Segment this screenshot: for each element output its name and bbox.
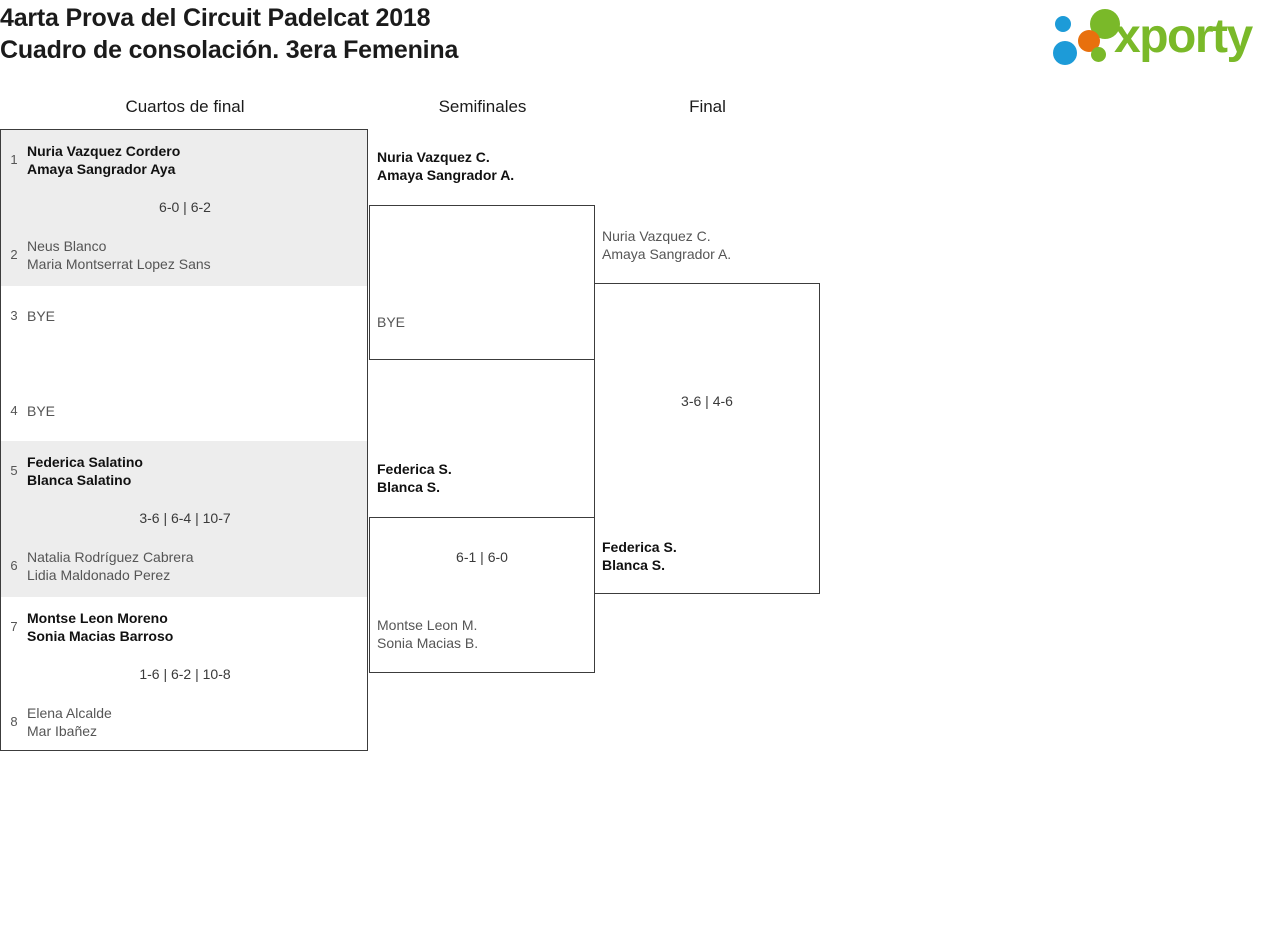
semifinal-1-slot-bottom[interactable]: BYE	[377, 313, 405, 331]
player-name-2: Blanca Salatino	[27, 472, 132, 488]
seed-number: 6	[10, 558, 18, 573]
player-name-2: Lidia Maldonado Perez	[27, 567, 171, 583]
player-name-1: Natalia Rodríguez Cabrera	[27, 549, 194, 565]
logo-dots-icon	[1050, 8, 1122, 68]
seed-number: 5	[10, 463, 18, 478]
player-name-1: Montse Leon M.	[377, 617, 478, 633]
match-slot-bottom[interactable]: 6 Natalia Rodríguez Cabrera Lidia Maldon…	[1, 540, 367, 592]
player-name-2: Amaya Sangrador Aya	[27, 161, 176, 177]
final-connector	[594, 283, 820, 594]
final-score: 3-6 | 4-6	[681, 393, 733, 409]
tournament-name: 4arta Prova del Circuit Padelcat 2018	[0, 4, 431, 32]
player-name-1: BYE	[27, 402, 56, 419]
team-names: Natalia Rodríguez Cabrera Lidia Maldonad…	[27, 548, 194, 584]
round-header-semifinals: Semifinales	[438, 97, 527, 116]
final-slot-top[interactable]: Nuria Vazquez C. Amaya Sangrador A.	[602, 227, 731, 263]
seed-number: 7	[10, 618, 18, 634]
player-name-1: Nuria Vazquez C.	[602, 228, 711, 244]
player-name-1: Federica S.	[377, 461, 452, 477]
player-name-1: BYE	[27, 307, 56, 324]
team-names: Elena Alcalde Mar Ibañez	[27, 704, 112, 740]
team-names: Nuria Vazquez Cordero Amaya Sangrador Ay…	[27, 142, 180, 178]
team-names: BYE	[27, 307, 55, 325]
logo-dot-green-small	[1091, 47, 1106, 62]
logo-dot-blue-small	[1055, 16, 1071, 32]
team-names: Montse Leon Moreno Sonia Macias Barroso	[27, 609, 173, 645]
seed-number: 2	[10, 247, 18, 262]
player-name-1: Federica Salatino	[27, 454, 143, 470]
player-name-1: BYE	[377, 314, 406, 330]
match-row[interactable]: 7 Montse Leon Moreno Sonia Macias Barros…	[1, 597, 367, 753]
bracket-subtitle: Cuadro de consolación. 3era Femenina	[0, 36, 459, 64]
match-score: 1-6 | 6-2 | 10-8	[139, 665, 231, 682]
match-row[interactable]: 1 Nuria Vazquez Cordero Amaya Sangrador …	[1, 130, 367, 286]
match-slot-bottom[interactable]: 8 Elena Alcalde Mar Ibañez	[1, 696, 367, 748]
player-name-1: Federica S.	[602, 539, 677, 555]
match-row[interactable]: 5 Federica Salatino Blanca Salatino 3-6 …	[1, 441, 367, 597]
semifinal-connector-2	[369, 517, 595, 673]
player-name-2: Blanca S.	[377, 479, 441, 495]
team-names: Federica Salatino Blanca Salatino	[27, 453, 143, 489]
team-names: BYE	[27, 402, 55, 420]
seed-number: 1	[10, 152, 18, 167]
round-header-quarterfinals: Cuartos de final	[125, 97, 245, 116]
semifinal-2-slot-bottom[interactable]: Montse Leon M. Sonia Macias B.	[377, 616, 478, 652]
seed-number: 8	[10, 713, 18, 729]
match-slot-bottom[interactable]: 2 Neus Blanco Maria Montserrat Lopez San…	[1, 229, 367, 281]
player-name-2: Sonia Macias Barroso	[27, 627, 174, 644]
round-header-final: Final	[689, 97, 726, 116]
match-slot-top[interactable]: 1 Nuria Vazquez Cordero Amaya Sangrador …	[1, 134, 367, 186]
logo-dot-orange	[1078, 30, 1100, 52]
page-title: 4arta Prova del Circuit Padelcat 2018 Cu…	[0, 2, 458, 66]
player-name-2: Maria Montserrat Lopez Sans	[27, 256, 211, 272]
player-name-2: Sonia Macias B.	[377, 635, 479, 651]
match-score: 6-0 | 6-2	[159, 199, 211, 215]
player-name-1: Nuria Vazquez C.	[377, 149, 490, 165]
logo-dot-blue-large	[1053, 41, 1077, 65]
player-name-1: Nuria Vazquez Cordero	[27, 143, 181, 159]
semifinal-1-slot-top[interactable]: Nuria Vazquez C. Amaya Sangrador A.	[377, 148, 514, 184]
player-name-2: Amaya Sangrador A.	[377, 167, 515, 183]
match-slot-bottom[interactable]: 4 BYE	[1, 385, 367, 437]
player-name-1: Elena Alcalde	[27, 704, 112, 721]
player-name-2: Amaya Sangrador A.	[602, 246, 732, 262]
round-quarterfinals-column: 1 Nuria Vazquez Cordero Amaya Sangrador …	[0, 129, 368, 751]
match-slot-top[interactable]: 5 Federica Salatino Blanca Salatino	[1, 445, 367, 497]
match-slot-top[interactable]: 3 BYE	[1, 290, 367, 342]
match-row[interactable]: 3 BYE 4 BYE	[1, 286, 367, 442]
seed-number: 3	[10, 307, 18, 323]
player-name-1: Montse Leon Moreno	[27, 609, 168, 626]
logo-wordmark: xporty	[1114, 10, 1253, 63]
seed-number: 4	[10, 402, 18, 418]
match-slot-top[interactable]: 7 Montse Leon Moreno Sonia Macias Barros…	[1, 601, 367, 653]
player-name-2: Blanca S.	[602, 557, 666, 573]
player-name-2: Mar Ibañez	[27, 722, 98, 739]
page-header: 4arta Prova del Circuit Padelcat 2018 Cu…	[0, 0, 1280, 88]
semifinal-2-slot-top[interactable]: Federica S. Blanca S.	[377, 460, 452, 496]
xporty-logo[interactable]: xporty	[1042, 6, 1274, 68]
player-name-1: Neus Blanco	[27, 238, 107, 254]
match-score: 3-6 | 6-4 | 10-7	[139, 510, 231, 526]
team-names: Neus Blanco Maria Montserrat Lopez Sans	[27, 237, 211, 273]
semifinal-connector-1	[369, 205, 595, 360]
final-slot-bottom[interactable]: Federica S. Blanca S.	[602, 538, 677, 574]
semifinal-2-score: 6-1 | 6-0	[456, 549, 508, 565]
